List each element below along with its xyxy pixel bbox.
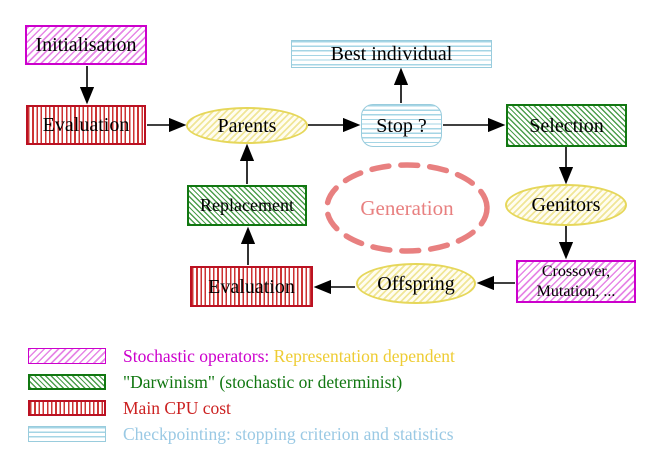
node-initialisation: Initialisation	[25, 25, 147, 65]
legend-row-cpu-cost: Main CPU cost	[28, 398, 231, 418]
legend-swatch-magenta-hatch	[28, 348, 106, 364]
legend-row-checkpointing: Checkpointing: stopping criterion and st…	[28, 424, 454, 444]
legend-swatch-green-hatch	[28, 374, 106, 390]
legend-swatch-red-stripes	[28, 400, 106, 416]
legend-label-cpu-cost: Main CPU cost	[123, 397, 231, 418]
node-selection: Selection	[506, 104, 627, 147]
node-best-individual: Best individual	[291, 40, 492, 68]
legend-swatch-cyan-stripes	[28, 426, 106, 442]
node-parents: Parents	[186, 107, 308, 144]
node-evaluation-top: Evaluation	[26, 105, 146, 145]
node-genitors: Genitors	[505, 184, 627, 226]
legend-row-darwinism: "Darwinism" (stochastic or determinist)	[28, 372, 402, 392]
legend-label-checkpointing: Checkpointing: stopping criterion and st…	[123, 423, 454, 444]
legend-row-stochastic: Stochastic operators: Representation dep…	[28, 346, 455, 366]
node-crossover-mutation: Crossover, Mutation, ...	[516, 260, 636, 303]
node-stop: Stop ?	[361, 104, 442, 147]
generation-label: Generation	[360, 196, 454, 220]
legend-label-darwinism: "Darwinism" (stochastic or determinist)	[123, 371, 403, 392]
node-replacement: Replacement	[187, 185, 307, 226]
legend-label-representation: Representation dependent	[273, 345, 455, 366]
node-offspring: Offspring	[356, 263, 476, 304]
node-evaluation-bottom: Evaluation	[190, 266, 313, 307]
crossover-line1: Crossover,	[541, 263, 611, 281]
legend-label-stochastic: Stochastic operators:	[123, 345, 270, 366]
crossover-line2: Mutation, ...	[536, 282, 616, 300]
